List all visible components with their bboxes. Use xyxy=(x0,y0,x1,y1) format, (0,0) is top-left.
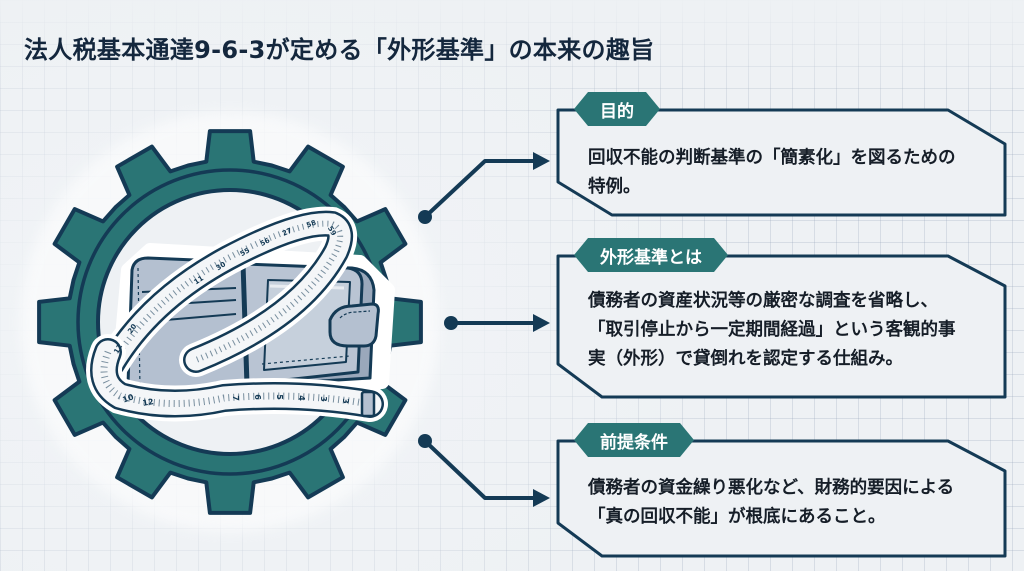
connector-2 xyxy=(444,314,550,332)
card-text-line: 特例。 xyxy=(588,177,641,197)
card-tab-label: 外形基準とは xyxy=(574,238,728,272)
arrow-right-icon xyxy=(533,489,550,507)
connector-3 xyxy=(418,434,550,507)
tape-label: 59 xyxy=(326,225,338,238)
tape-label: 55 xyxy=(239,246,252,258)
card-body: 債務者の資産状況等の厳密な調査を省略し、 「取引停止から一定期間経過」という客観… xyxy=(588,287,984,374)
arrow-right-icon xyxy=(533,314,550,332)
page-title: 法人税基本通達9-6-3が定める「外形基準」の本来の趣旨 xyxy=(24,36,655,64)
card-tab-label: 目的 xyxy=(574,92,660,126)
card-text-line: 「取引停止から一定期間経過」という客観的事 xyxy=(588,320,956,340)
card-text-line: 「真の回収不能」が根底にあること。 xyxy=(588,507,886,527)
tape-label: 56 xyxy=(259,236,271,248)
tape-label: 3 xyxy=(341,398,350,404)
card-purpose: 目的 回収不能の判断基準の「簡素化」を図るための 特例。 xyxy=(556,108,1007,217)
card-frame xyxy=(556,439,1007,558)
card-text-line: 実（外形）で貸倒れを認定する仕組み。 xyxy=(588,349,903,369)
card-text-line: 債務者の資金繰り悪化など、財務的要因による xyxy=(588,478,955,498)
card-prerequisite: 前提条件 債務者の資金繰り悪化など、財務的要因による 「真の回収不能」が根底にあ… xyxy=(556,439,1007,558)
tape-label: 10 xyxy=(121,392,135,404)
card-body: 債務者の資金繰り悪化など、財務的要因による 「真の回収不能」が根底にあること。 xyxy=(588,474,984,532)
card-body: 回収不能の判断基準の「簡素化」を図るための 特例。 xyxy=(588,144,984,202)
tape-label: 7 xyxy=(231,395,240,401)
card-frame xyxy=(556,254,1007,399)
card-tab-label: 前提条件 xyxy=(574,423,694,457)
tape-label: 4 xyxy=(297,395,306,401)
tape-label: 5 xyxy=(275,394,284,400)
arrow-right-icon xyxy=(533,152,550,170)
tape-label: 3 xyxy=(319,396,328,402)
card-text-line: 債務者の資産状況等の厳密な調査を省略し、 xyxy=(588,291,938,311)
tape-label: 6 xyxy=(253,394,262,400)
tape-label: 12 xyxy=(142,397,155,408)
connector-1 xyxy=(418,152,550,224)
card-definition: 外形基準とは 債務者の資産状況等の厳密な調査を省略し、 「取引停止から一定期間経… xyxy=(556,254,1007,399)
tape-label: 58 xyxy=(305,219,317,230)
card-frame xyxy=(556,108,1007,217)
card-text-line: 回収不能の判断基準の「簡素化」を図るための xyxy=(588,148,956,168)
tape-label: 27 xyxy=(281,226,293,237)
tape-label: 11 xyxy=(112,343,124,356)
